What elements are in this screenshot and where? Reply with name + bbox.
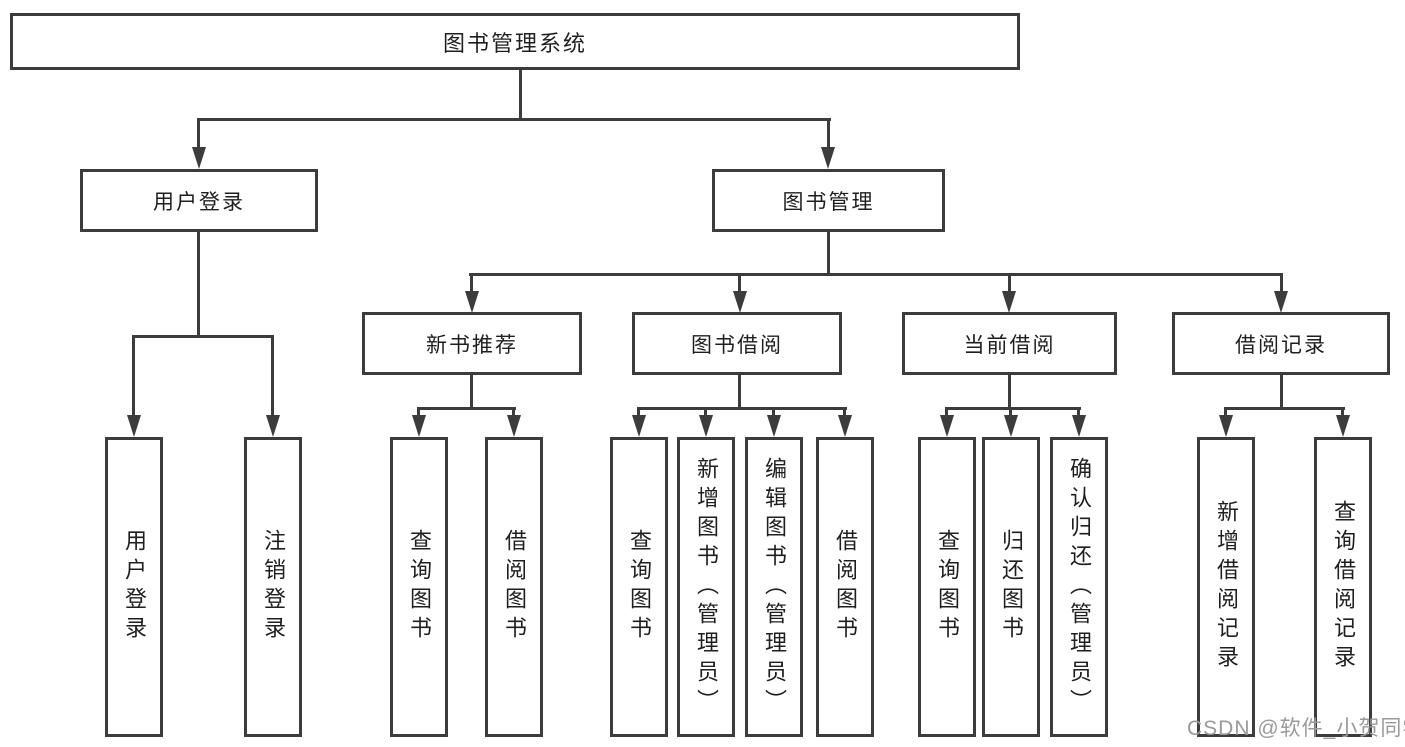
arrow-down-icon <box>1274 291 1288 313</box>
connector-line <box>637 407 640 419</box>
arrow-down-icon <box>266 415 280 437</box>
arrow-down-icon <box>1219 415 1233 437</box>
arrow-down-icon <box>1004 415 1018 437</box>
leaf-logout: 注销登录 <box>244 437 302 737</box>
connector-line <box>1008 273 1011 294</box>
arrow-down-icon <box>699 415 713 437</box>
arrow-down-icon <box>412 415 426 437</box>
node-label: 借阅图书 <box>833 529 858 645</box>
arrow-down-icon <box>1336 415 1350 437</box>
connector-line <box>827 118 830 150</box>
leaf-br-query-record: 查询借阅记录 <box>1314 437 1372 737</box>
leaf-user-login: 用户登录 <box>105 437 163 737</box>
node-label: 借阅记录 <box>1235 333 1327 357</box>
arrow-down-icon <box>821 147 835 169</box>
arrow-down-icon <box>465 291 479 313</box>
connector-line <box>1224 407 1227 419</box>
arrow-down-icon <box>632 415 646 437</box>
connector-line <box>512 407 515 419</box>
node-label: 查询图书 <box>935 529 960 645</box>
connector-line <box>197 118 831 121</box>
leaf-cb-query-books: 查询图书 <box>918 437 976 737</box>
node-label: 当前借阅 <box>963 333 1056 357</box>
node-label: 编辑图书（管理员） <box>762 456 787 718</box>
arrow-down-icon <box>767 415 781 437</box>
node-root-system: 图书管理系统 <box>10 13 1020 70</box>
arrow-down-icon <box>940 415 954 437</box>
arrow-down-icon <box>192 147 206 169</box>
arrow-down-icon <box>1072 415 1086 437</box>
node-label: 新增借阅记录 <box>1214 500 1239 674</box>
connector-line <box>738 375 741 410</box>
node-label: 新书推荐 <box>426 333 518 357</box>
connector-line <box>1224 407 1345 410</box>
connector-line <box>519 70 522 121</box>
node-label: 图书借阅 <box>691 333 783 357</box>
connector-line <box>1341 407 1344 419</box>
connector-line <box>637 407 847 410</box>
leaf-bb-add-books-admin: 新增图书（管理员） <box>677 437 735 737</box>
node-book-management: 图书管理 <box>712 169 945 232</box>
connector-line <box>704 407 707 419</box>
connector-line <box>271 335 274 418</box>
connector-line <box>197 232 200 337</box>
connector-line <box>1077 407 1080 419</box>
connector-line <box>417 407 516 410</box>
node-label: 确认归还（管理员） <box>1067 456 1092 718</box>
connector-line <box>470 273 473 294</box>
node-label: 查询图书 <box>627 529 652 645</box>
connector-line <box>197 118 200 150</box>
arrow-down-icon <box>127 415 141 437</box>
arrow-down-icon <box>1002 291 1016 313</box>
arrow-down-icon <box>838 415 852 437</box>
node-label: 借阅图书 <box>502 529 527 645</box>
connector-line <box>1280 375 1283 410</box>
node-label: 新增图书（管理员） <box>694 456 719 718</box>
node-user-login-group: 用户登录 <box>80 169 318 232</box>
connector-line <box>132 335 135 418</box>
connector-line <box>1008 375 1011 410</box>
node-label: 查询图书 <box>407 529 432 645</box>
node-label: 图书管理 <box>782 190 875 214</box>
connector-line <box>738 273 741 294</box>
node-current-borrowing: 当前借阅 <box>902 312 1117 375</box>
connector-line <box>772 407 775 419</box>
node-label: 归还图书 <box>999 529 1024 645</box>
leaf-bb-query-books: 查询图书 <box>610 437 668 737</box>
leaf-nbr-query-books: 查询图书 <box>390 437 448 737</box>
node-label: 注销登录 <box>261 529 286 645</box>
connector-line <box>945 407 1081 410</box>
watermark: CSDN @软件_小贺同学 <box>1187 717 1405 740</box>
node-label: 用户登录 <box>122 529 147 645</box>
leaf-cb-confirm-return-admin: 确认归还（管理员） <box>1050 437 1108 737</box>
leaf-bb-borrow-books: 借阅图书 <box>816 437 874 737</box>
leaf-cb-return-books: 归还图书 <box>982 437 1040 737</box>
node-new-book-recommend: 新书推荐 <box>362 312 582 375</box>
connector-line <box>945 407 948 419</box>
connector-line <box>469 273 1283 276</box>
leaf-nbr-borrow-books: 借阅图书 <box>485 437 543 737</box>
connector-line <box>843 407 846 419</box>
leaf-bb-edit-books-admin: 编辑图书（管理员） <box>745 437 803 737</box>
node-borrowing-records: 借阅记录 <box>1172 312 1390 375</box>
arrow-down-icon <box>733 291 747 313</box>
connector-line <box>1009 407 1012 419</box>
arrow-down-icon <box>507 415 521 437</box>
connector-line <box>417 407 420 419</box>
connector-line <box>827 232 830 276</box>
connector-line <box>132 335 274 338</box>
node-label: 图书管理系统 <box>442 30 587 56</box>
node-label: 用户登录 <box>153 190 245 214</box>
connector-line <box>470 375 473 410</box>
node-label: 查询借阅记录 <box>1331 500 1356 674</box>
leaf-br-add-record: 新增借阅记录 <box>1197 437 1255 737</box>
node-book-borrowing: 图书借阅 <box>632 312 842 375</box>
connector-line <box>1280 273 1283 294</box>
